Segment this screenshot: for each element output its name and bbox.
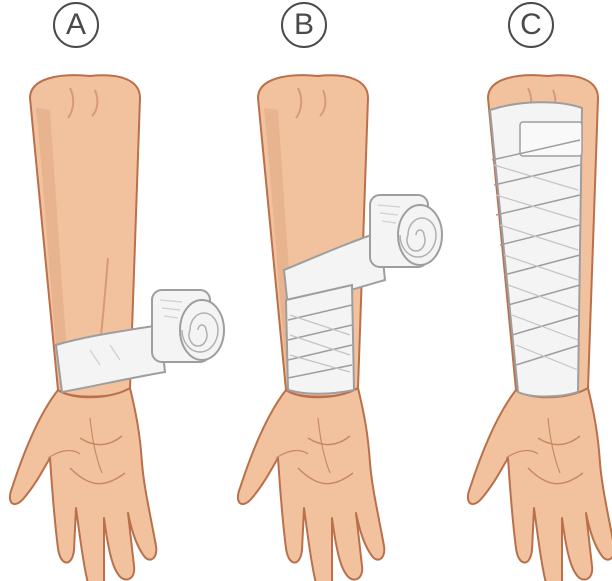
step-c-illustration [466,74,612,581]
bandage-roll-b [369,194,443,268]
step-label-c: C [508,2,554,48]
step-b-illustration [236,74,443,581]
step-label-a: A [53,2,99,48]
step-a-illustration [8,74,225,581]
bandage-wrap-c [488,101,584,398]
bandage-clip [519,121,583,157]
step-label-b: B [281,2,327,48]
bandage-roll-a [151,289,225,363]
bandage-wrap-b [284,283,356,395]
bandage-wrap-a [54,323,167,394]
